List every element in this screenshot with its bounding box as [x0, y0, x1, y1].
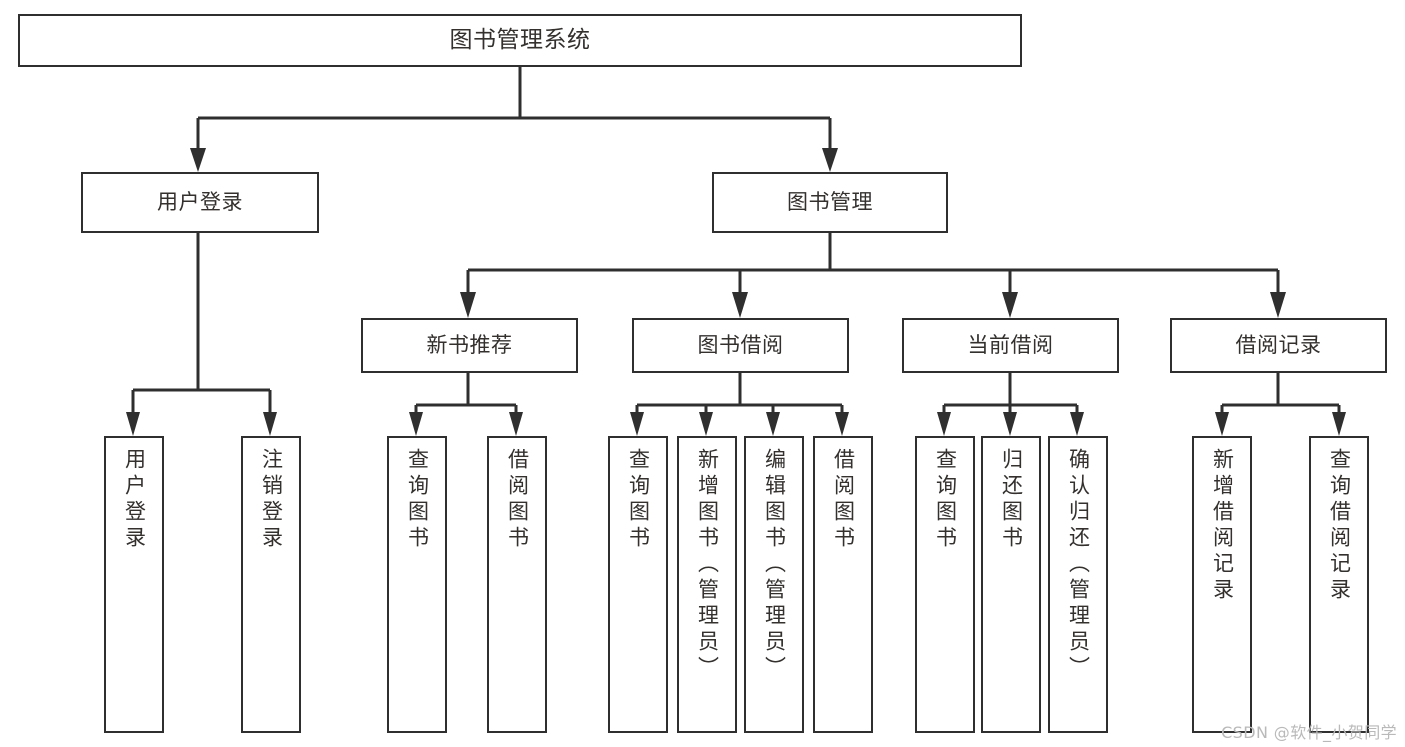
arrow-nb-2 — [509, 412, 523, 436]
node-current-borrow-label: 当前借阅 — [967, 332, 1054, 357]
node-leaf-borrow-book-1[interactable]: 借阅图书 — [487, 436, 547, 733]
node-book-borrow-label: 图书借阅 — [697, 332, 784, 357]
node-book-manage-label: 图书管理 — [787, 189, 873, 214]
arrow-cb-1 — [937, 412, 951, 436]
node-leaf-user-logout-label: 注销登录 — [259, 448, 284, 552]
arrow-bb-4 — [835, 412, 849, 436]
node-leaf-query-book-3[interactable]: 查询图书 — [915, 436, 975, 733]
arrow-bb-1 — [630, 412, 644, 436]
arrow-book-manage — [822, 148, 838, 172]
node-borrow-record[interactable]: 借阅记录 — [1170, 318, 1387, 373]
arrow-bb-3 — [766, 412, 780, 436]
arrow-cb-2 — [1003, 412, 1017, 436]
node-leaf-query-record[interactable]: 查询借阅记录 — [1309, 436, 1369, 733]
arrow-book-borrow — [732, 292, 748, 318]
arrow-nb-1 — [409, 412, 423, 436]
node-root[interactable]: 图书管理系统 — [18, 14, 1022, 67]
arrow-bb-2 — [699, 412, 713, 436]
node-leaf-confirm-return[interactable]: 确认归还（管理员） — [1048, 436, 1108, 733]
arrow-cb-3 — [1070, 412, 1084, 436]
node-leaf-query-book-2-label: 查询图书 — [626, 448, 651, 552]
arrow-record — [1270, 292, 1286, 318]
arrow-leaf-user-logout — [263, 412, 277, 436]
node-new-book-recommend[interactable]: 新书推荐 — [361, 318, 578, 373]
node-leaf-add-record[interactable]: 新增借阅记录 — [1192, 436, 1252, 733]
node-leaf-query-book-1-label: 查询图书 — [405, 448, 430, 552]
arrow-new-book — [460, 292, 476, 318]
node-leaf-query-book-2[interactable]: 查询图书 — [608, 436, 668, 733]
node-leaf-query-book-3-label: 查询图书 — [933, 448, 958, 552]
arrow-br-1 — [1215, 412, 1229, 436]
node-user-login-label: 用户登录 — [157, 189, 243, 214]
node-leaf-borrow-book-2[interactable]: 借阅图书 — [813, 436, 873, 733]
arrow-user-login — [190, 148, 206, 172]
node-book-borrow[interactable]: 图书借阅 — [632, 318, 849, 373]
node-leaf-borrow-book-1-label: 借阅图书 — [505, 448, 530, 552]
node-leaf-query-record-label: 查询借阅记录 — [1327, 448, 1352, 604]
node-book-manage[interactable]: 图书管理 — [712, 172, 948, 233]
arrow-br-2 — [1332, 412, 1346, 436]
node-current-borrow[interactable]: 当前借阅 — [902, 318, 1119, 373]
node-leaf-add-record-label: 新增借阅记录 — [1210, 448, 1235, 604]
arrow-leaf-user-login — [126, 412, 140, 436]
node-leaf-add-book[interactable]: 新增图书（管理员） — [677, 436, 737, 733]
node-leaf-return-book-label: 归还图书 — [999, 448, 1024, 552]
node-leaf-add-book-label: 新增图书（管理员） — [695, 448, 720, 682]
node-user-login[interactable]: 用户登录 — [81, 172, 319, 233]
node-leaf-edit-book-label: 编辑图书（管理员） — [762, 448, 787, 682]
node-borrow-record-label: 借阅记录 — [1235, 332, 1322, 357]
node-leaf-query-book-1[interactable]: 查询图书 — [387, 436, 447, 733]
node-leaf-borrow-book-2-label: 借阅图书 — [831, 448, 856, 552]
node-leaf-user-login[interactable]: 用户登录 — [104, 436, 164, 733]
node-leaf-return-book[interactable]: 归还图书 — [981, 436, 1041, 733]
node-leaf-user-logout[interactable]: 注销登录 — [241, 436, 301, 733]
node-new-book-recommend-label: 新书推荐 — [426, 332, 513, 357]
node-leaf-edit-book[interactable]: 编辑图书（管理员） — [744, 436, 804, 733]
node-root-label: 图书管理系统 — [449, 26, 591, 53]
node-leaf-confirm-return-label: 确认归还（管理员） — [1066, 448, 1091, 682]
node-leaf-user-login-label: 用户登录 — [122, 448, 147, 552]
arrow-current — [1002, 292, 1018, 318]
